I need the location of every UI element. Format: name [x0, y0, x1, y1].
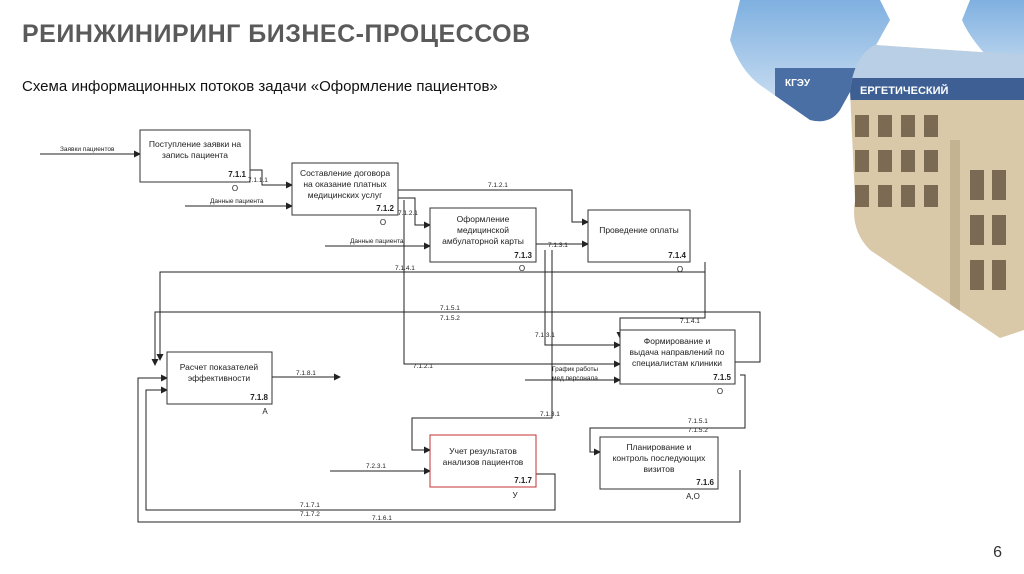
process-box-7-1-6: [599, 436, 719, 490]
box-7-1-5-line-2: выдача направлений по: [629, 347, 724, 357]
process-box-7-1-8: [166, 351, 273, 405]
flow-label: 7.1.2.1: [488, 182, 508, 189]
flow-label: 7.1.4.1: [680, 318, 700, 325]
box-7-1-4-code: 7.1.4: [668, 251, 686, 260]
box-7-1-6-line-2: контроль последующих: [613, 453, 707, 463]
process-box-7-1-5: [619, 329, 736, 385]
page-number: 6: [993, 544, 1002, 561]
building-photo-decoration: КГЭУ ЕРГЕТИЧЕСКИЙ: [730, 0, 1024, 338]
box-7-1-8-line-1: Расчет показателей: [180, 362, 259, 372]
box-7-1-8-line-2: эффективности: [188, 373, 251, 383]
page-title: РЕИНЖИНИРИНГ БИЗНЕС-ПРОЦЕССОВ: [22, 20, 531, 48]
box-7-1-3-code: 7.1.3: [514, 251, 532, 260]
box-7-1-1-line-1: Поступление заявки на: [149, 139, 241, 149]
input-label-schedule: мед персонала: [552, 375, 598, 382]
box-7-1-6-mark: А,О: [686, 492, 700, 501]
flow-label: 7.1.4.1: [395, 265, 415, 272]
box-7-1-7-line-1: Учет результатов: [449, 446, 517, 456]
process-box-7-1-1: [139, 129, 251, 183]
input-label-requests: Заявки пациентов: [60, 146, 115, 153]
input-label-patient-data: Данные пациента: [350, 238, 404, 245]
box-7-1-3-mark: О: [519, 264, 525, 273]
process-box-7-1-4: [587, 209, 691, 263]
flow-label: 7.1.3.1: [535, 332, 555, 339]
process-box-7-1-2: [291, 162, 399, 216]
box-7-1-4-line-1: Проведение оплаты: [599, 225, 679, 235]
flow-label: 7.2.3.1: [366, 463, 386, 470]
box-7-1-2-line-2: на оказание платных: [303, 179, 387, 189]
process-box-7-1-3: [429, 207, 537, 263]
box-7-1-1-mark: О: [232, 184, 238, 193]
flow-label: 7.1.5.2: [440, 315, 460, 322]
box-7-1-6-line-3: визитов: [644, 464, 675, 474]
box-7-1-8-code: 7.1.8: [250, 393, 268, 402]
flow-label: 7.1.8.1: [296, 370, 316, 377]
input-label-schedule: График работы: [552, 365, 598, 373]
page-subtitle: Схема информационных потоков задачи «Офо…: [22, 78, 498, 95]
box-7-1-3-line-2: медицинской: [457, 225, 509, 235]
box-7-1-5-code: 7.1.5: [713, 373, 731, 382]
flow-label: 7.1.3.1: [548, 242, 568, 249]
box-7-1-6-line-1: Планирование и: [626, 442, 691, 452]
box-7-1-7-code: 7.1.7: [514, 476, 532, 485]
flow-label: 7.1.5.1: [440, 305, 460, 312]
box-7-1-2-line-1: Составление договора: [300, 168, 390, 178]
box-7-1-5-line-3: специалистам клиники: [632, 358, 722, 368]
flow-label: 7.1.5.2: [688, 427, 708, 434]
box-7-1-1-code: 7.1.1: [228, 170, 246, 179]
box-7-1-7-mark: У: [512, 491, 518, 500]
box-7-1-5-mark: О: [717, 387, 723, 396]
building-sign-text: ЕРГЕТИЧЕСКИЙ: [860, 84, 949, 97]
box-7-1-4-mark: О: [677, 265, 683, 274]
box-7-1-3-line-1: Оформление: [457, 214, 510, 224]
logo-text: КГЭУ: [785, 78, 811, 89]
process-box-7-1-7: [429, 434, 537, 488]
box-7-1-2-code: 7.1.2: [376, 204, 394, 213]
box-7-1-2-line-3: медицинских услуг: [308, 190, 382, 200]
flow-label: 7.1.7.2: [300, 511, 320, 518]
box-7-1-7-line-2: анализов пациентов: [443, 457, 524, 467]
box-7-1-6-code: 7.1.6: [696, 478, 714, 487]
input-label-patient-data: Данные пациента: [210, 198, 264, 205]
flow-label: 7.1.7.1: [300, 502, 320, 509]
flow-label: 7.1.5.1: [688, 418, 708, 425]
flow-label: 7.1.6.1: [372, 515, 392, 522]
box-7-1-8-mark: А: [262, 407, 268, 416]
box-7-1-2-mark: О: [380, 218, 386, 227]
box-7-1-3-line-3: амбулаторной карты: [442, 236, 524, 246]
flow-label: 7.1.2.1: [413, 363, 433, 370]
flow-label: 7.1.1.1: [248, 177, 268, 184]
box-7-1-1-line-2: запись пациента: [162, 150, 228, 160]
flow-label: 7.1.2.1: [398, 210, 418, 217]
box-7-1-5-line-1: Формирование и: [644, 336, 711, 346]
flow-label: 7.1.3.1: [540, 411, 560, 418]
